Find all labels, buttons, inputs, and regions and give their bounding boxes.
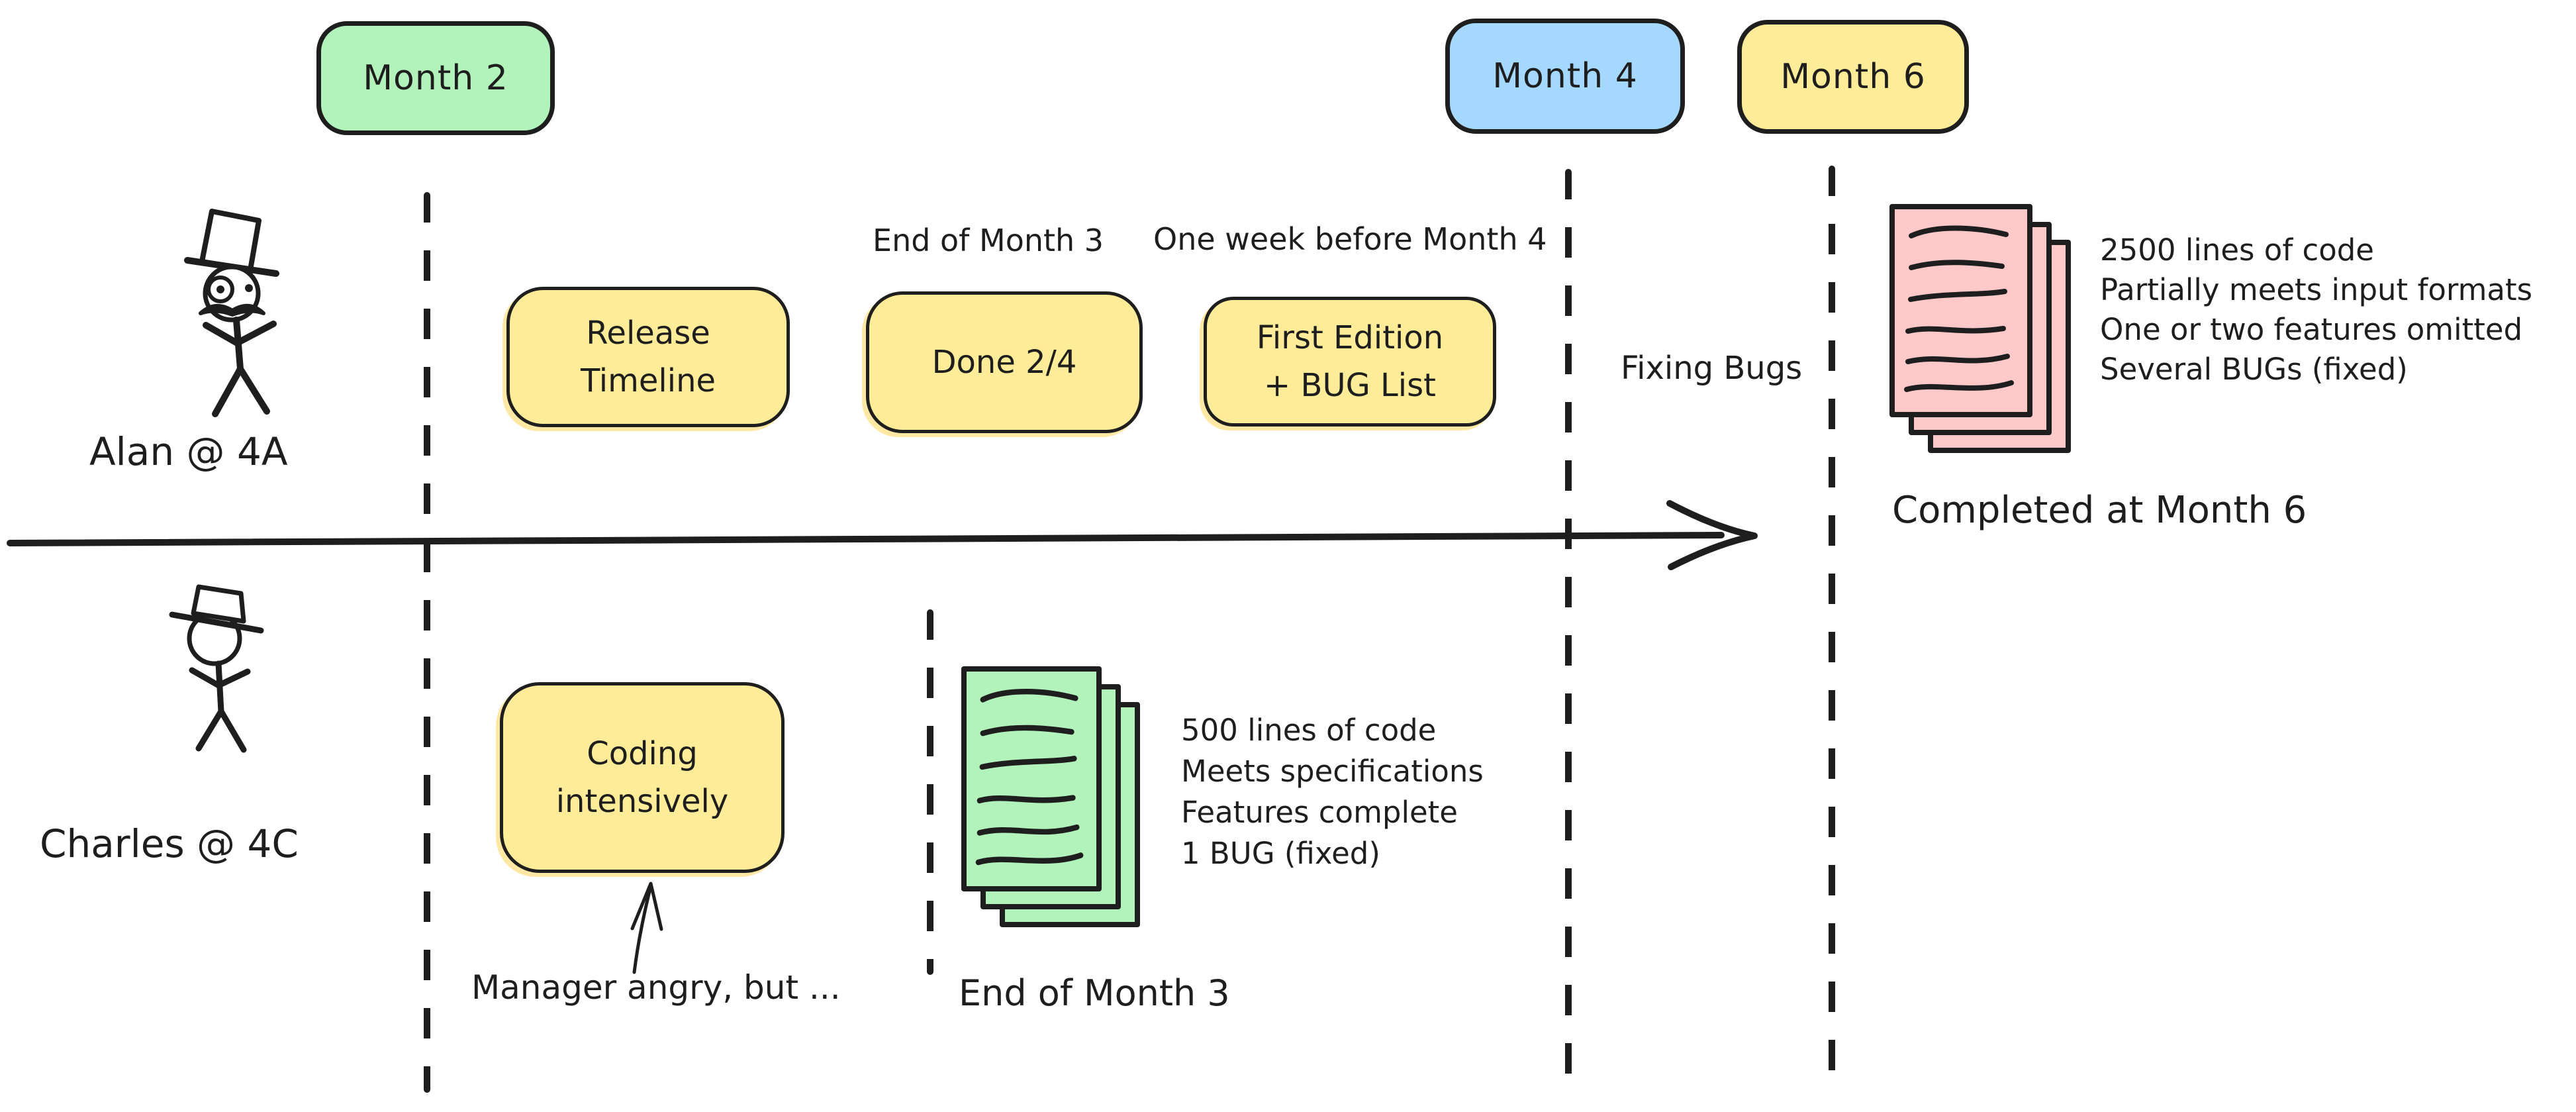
done-2-4-label: Done 2/4 bbox=[931, 344, 1077, 381]
release-timeline-box: Release Timeline bbox=[506, 287, 790, 427]
note-line: Features complete bbox=[1181, 795, 1458, 830]
note-line: Several BUGs (fixed) bbox=[2100, 352, 2408, 387]
coding-intensively-box: Coding intensively bbox=[500, 682, 785, 873]
note-line: Meets specifications bbox=[1181, 754, 1484, 789]
month-4-marker: Month 4 bbox=[1445, 19, 1685, 134]
note-line: 500 lines of code bbox=[1181, 713, 1437, 748]
end-of-month-3-label-bottom: End of Month 3 bbox=[959, 972, 1230, 1014]
manager-pressure-arrow bbox=[630, 882, 663, 974]
note-line: Partially meets input formats bbox=[2100, 272, 2533, 307]
month-2-gridline bbox=[424, 192, 430, 1093]
done-2-4-box: Done 2/4 bbox=[866, 291, 1143, 433]
completed-at-month-6-label: Completed at Month 6 bbox=[1892, 489, 2307, 532]
manager-angry-label: Manager angry, but ... bbox=[471, 968, 841, 1007]
alan-deliverable-notes: 2500 lines of code Partially meets input… bbox=[2100, 230, 2532, 389]
end-of-month-3-gridline bbox=[927, 609, 933, 975]
one-week-before-month-4-label: One week before Month 4 bbox=[1153, 221, 1547, 257]
month-6-label: Month 6 bbox=[1780, 57, 1926, 97]
document-text-lines-icon bbox=[1904, 225, 2014, 392]
first-edition-bug-list-box: First Edition + BUG List bbox=[1204, 297, 1496, 427]
month-4-label: Month 4 bbox=[1492, 56, 1638, 96]
month-4-gridline bbox=[1565, 169, 1572, 1096]
document-text-lines-icon bbox=[975, 689, 1084, 866]
fixing-bugs-label: Fixing Bugs bbox=[1621, 350, 1803, 387]
note-line: One or two features omitted bbox=[2100, 312, 2523, 347]
document-page-icon bbox=[1889, 204, 2032, 417]
month-6-marker: Month 6 bbox=[1737, 20, 1969, 134]
coding-intensively-label: Coding intensively bbox=[555, 735, 729, 820]
charles-deliverable-notes: 500 lines of code Meets specifications F… bbox=[1181, 710, 1484, 874]
note-line: 2500 lines of code bbox=[2100, 232, 2374, 268]
month-6-gridline bbox=[1829, 166, 1835, 1096]
month-2-label: Month 2 bbox=[363, 58, 508, 98]
note-line: 1 BUG (fixed) bbox=[1181, 836, 1380, 871]
document-page-icon bbox=[961, 666, 1102, 891]
charles-stick-figure-icon bbox=[169, 584, 264, 753]
first-edition-bug-list-label: First Edition + BUG List bbox=[1256, 319, 1444, 404]
end-of-month-3-label-top: End of Month 3 bbox=[873, 223, 1104, 258]
alan-stick-figure-icon bbox=[184, 209, 279, 417]
release-timeline-label: Release Timeline bbox=[580, 315, 716, 399]
charles-deliverable-doc-stack bbox=[961, 666, 1153, 938]
alan-name-label: Alan @ 4A bbox=[89, 429, 288, 474]
charles-name-label: Charles @ 4C bbox=[40, 821, 299, 866]
alan-deliverable-doc-stack bbox=[1889, 204, 2081, 462]
month-2-marker: Month 2 bbox=[316, 21, 555, 135]
